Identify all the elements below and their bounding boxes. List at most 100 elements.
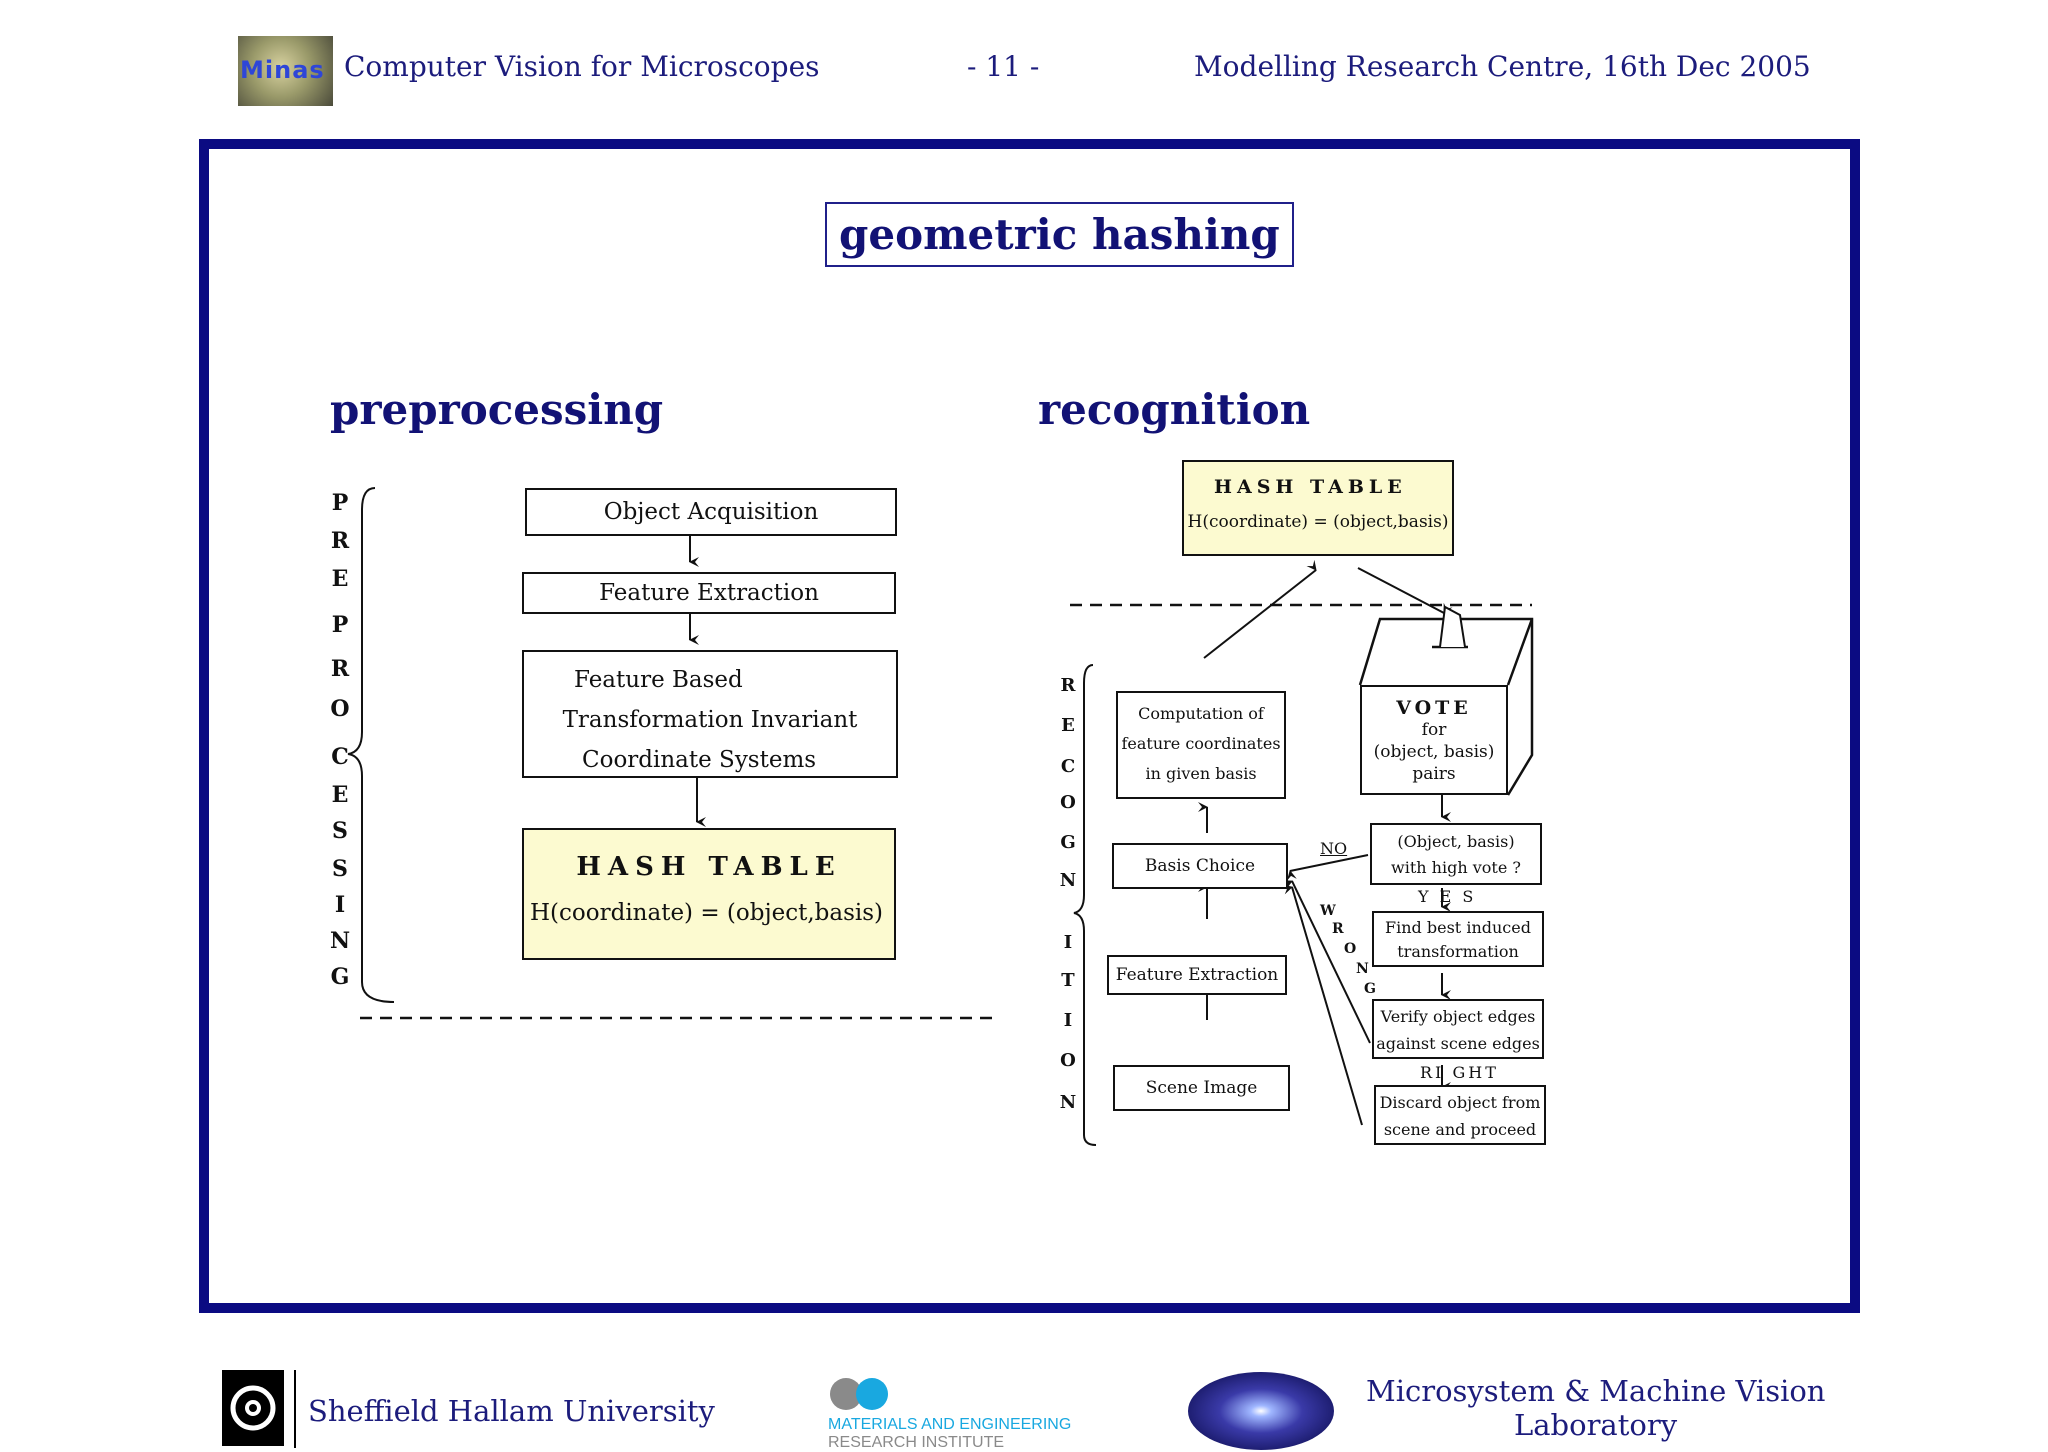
recognition-hash-table-box: HASH TABLE H(coordinate) = (object,basis…	[1182, 460, 1454, 556]
shu-name: Sheffield Hallam University	[308, 1394, 715, 1428]
recognition-feature-extraction-box: Feature Extraction	[1107, 955, 1287, 995]
find-line2: transformation	[1397, 942, 1519, 961]
vertical-letter: I	[1063, 932, 1073, 953]
header-logo: Minas	[238, 36, 333, 106]
verify-edges-box: Verify object edges against scene edges	[1372, 999, 1544, 1059]
wrong-letter: G	[1364, 981, 1376, 997]
hash-table-box: HASH TABLE H(coordinate) = (object,basis…	[522, 828, 896, 960]
yes-label: Y E S	[1418, 887, 1477, 906]
vertical-letter: S	[332, 856, 348, 882]
basis-choice-box: Basis Choice	[1112, 843, 1288, 889]
vertical-letter: E	[331, 566, 349, 592]
basis-choice-label: Basis Choice	[1144, 856, 1256, 876]
meri-line2: RESEARCH INSTITUTE	[828, 1434, 1005, 1451]
hash-table-formula: H(coordinate) = (object,basis)	[530, 900, 884, 926]
discard-object-box: Discard object from scene and proceed	[1374, 1085, 1546, 1145]
scene-image-label: Scene Image	[1145, 1078, 1258, 1098]
object-acquisition-label: Object Acquisition	[603, 499, 819, 525]
vote-pairs-line1: (object, basis)	[1373, 742, 1495, 762]
feature-based-line3: Coordinate Systems	[582, 747, 817, 773]
vertical-letter: P	[331, 490, 349, 516]
feature-based-line2: Transformation Invariant	[562, 707, 858, 733]
question-line2: with high vote ?	[1391, 858, 1521, 877]
right-label: RI GHT	[1420, 1063, 1499, 1082]
recognition-diagram: HASH TABLE H(coordinate) = (object,basis…	[1040, 455, 1580, 1155]
slide-frame	[199, 139, 1860, 1313]
discard-line1: Discard object from	[1379, 1093, 1541, 1112]
computation-line1: Computation of	[1138, 704, 1264, 723]
vertical-letter: C	[331, 744, 349, 770]
wrong-letter: W	[1320, 903, 1336, 919]
preprocessing-brace	[347, 487, 395, 1003]
vote-pairs-line2: pairs	[1412, 764, 1456, 784]
vertical-letter: R	[1060, 675, 1076, 696]
header-title: Computer Vision for Microscopes	[344, 50, 820, 83]
hash-table-title: HASH TABLE	[576, 852, 842, 882]
object-acquisition-box: Object Acquisition	[525, 488, 897, 536]
vote-for: for	[1421, 720, 1447, 740]
vertical-letter: O	[1060, 792, 1076, 813]
vertical-letter: N	[329, 928, 351, 954]
eye-logo	[1188, 1372, 1334, 1450]
vertical-letter: C	[1060, 756, 1076, 777]
vertical-letter: I	[1063, 1010, 1073, 1031]
vote-title: VOTE	[1396, 697, 1472, 719]
find-transformation-box: Find best induced transformation	[1372, 911, 1544, 967]
recognition-heading: recognition	[1038, 385, 1311, 434]
recognition-hash-formula: H(coordinate) = (object,basis)	[1187, 512, 1449, 532]
preprocessing-diagram: P R E P R O C E S S I N G Object Acquisi…	[320, 470, 1010, 1030]
vertical-letter: N	[1059, 870, 1077, 891]
vote-box: VOTE for (object, basis) pairs	[1360, 685, 1508, 795]
feature-based-box: Feature Based Transformation Invariant C…	[522, 650, 898, 778]
vertical-letter: O	[330, 696, 350, 722]
feature-based-line1: Feature Based	[574, 667, 743, 693]
vertical-letter: R	[330, 656, 350, 682]
vertical-letter: P	[331, 612, 349, 638]
feature-extraction-label: Feature Extraction	[599, 580, 819, 606]
verify-line1: Verify object edges	[1380, 1007, 1536, 1026]
vertical-letter: E	[1061, 715, 1075, 736]
recognition-feature-extraction-label: Feature Extraction	[1115, 965, 1279, 985]
header-logo-text: Minas	[240, 56, 325, 84]
wrong-letter: N	[1356, 961, 1369, 977]
lab-name-line2: Laboratory	[1514, 1408, 1678, 1442]
meri-logo-blue-circle	[856, 1378, 888, 1410]
header-event: Modelling Research Centre, 16th Dec 2005	[1194, 50, 1811, 83]
feature-extraction-box: Feature Extraction	[522, 572, 896, 614]
wrong-letter: R	[1332, 921, 1344, 937]
vertical-letter: S	[332, 818, 348, 844]
vertical-letter: O	[1060, 1050, 1076, 1071]
lab-name-line1: Microsystem & Machine Vision	[1366, 1374, 1826, 1408]
scene-image-box: Scene Image	[1113, 1065, 1290, 1111]
no-label: NO	[1320, 839, 1348, 858]
recognition-hash-title: HASH TABLE	[1214, 476, 1407, 498]
preprocessing-connectors	[347, 487, 992, 1020]
high-vote-question-box: (Object, basis) with high vote ?	[1370, 823, 1542, 885]
computation-line2: feature coordinates	[1121, 734, 1281, 753]
vertical-letter: R	[330, 528, 350, 554]
preprocessing-vertical-label: P R E P R O C E S S I N G	[328, 490, 352, 1000]
recognition-vertical-label: R E C O G N I T I O N	[1058, 675, 1078, 1132]
computation-line3: in given basis	[1145, 764, 1257, 783]
discard-line2: scene and proceed	[1383, 1120, 1537, 1139]
wrong-letter: O	[1344, 941, 1357, 957]
shu-divider	[294, 1370, 296, 1448]
computation-box: Computation of feature coordinates in gi…	[1116, 691, 1286, 799]
vertical-letter: I	[334, 892, 346, 918]
verify-line2: against scene edges	[1376, 1034, 1540, 1053]
vertical-letter: T	[1061, 970, 1075, 991]
vertical-letter: G	[1060, 832, 1076, 853]
page-number: - 11 -	[967, 50, 1040, 83]
find-line1: Find best induced	[1385, 918, 1531, 937]
shu-logo	[222, 1370, 284, 1446]
vertical-letter: E	[331, 782, 349, 808]
preprocessing-heading: preprocessing	[330, 385, 664, 434]
meri-line1: MATERIALS AND ENGINEERING	[828, 1416, 1072, 1433]
slide-title: geometric hashing	[825, 202, 1294, 267]
vertical-letter: N	[1059, 1092, 1077, 1113]
vertical-letter: G	[330, 964, 350, 990]
shu-logo-icon	[230, 1385, 276, 1431]
recognition-connectors	[1070, 559, 1534, 1146]
question-line1: (Object, basis)	[1397, 832, 1515, 851]
recognition-brace	[1073, 664, 1097, 1146]
